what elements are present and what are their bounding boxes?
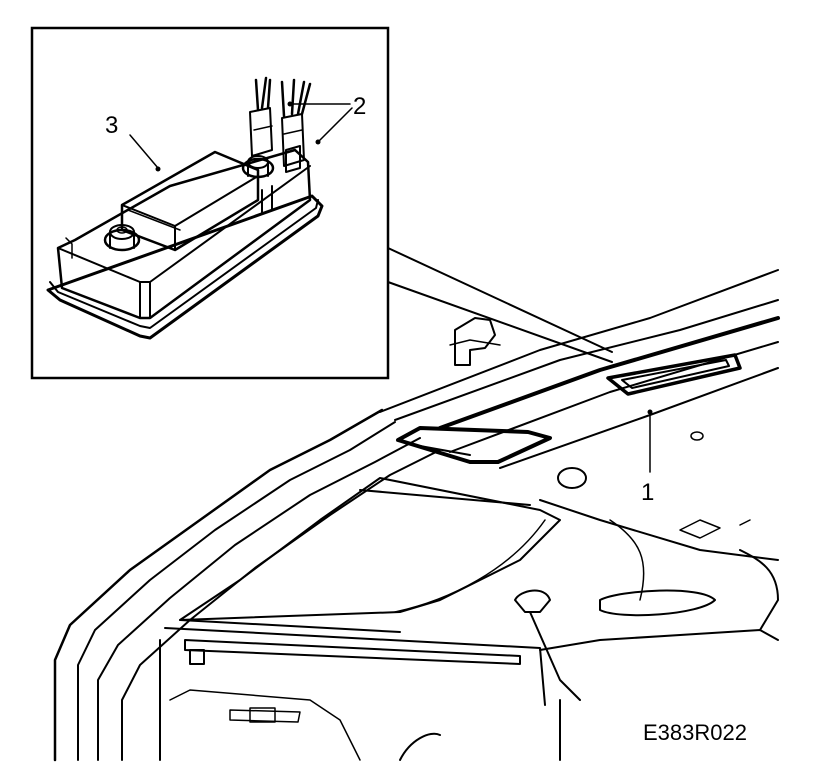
headliner-circle (557, 467, 587, 489)
bulb-socket-right (241, 155, 275, 179)
callout-label-2: 2 (353, 93, 366, 120)
wiring-connector (249, 76, 312, 173)
vehicle-interior-illustration (53, 269, 780, 762)
callout-label-3: 3 (105, 112, 118, 139)
inset-frame (30, 26, 390, 380)
inset-leader-lines (387, 247, 613, 363)
leader-3 (129, 134, 159, 169)
small-rect-marker (189, 649, 205, 665)
leader-2b (317, 107, 353, 143)
headliner-hole (690, 431, 704, 441)
interior-light (606, 353, 742, 396)
bulb-socket-left (103, 224, 141, 252)
callout-label-1: 1 (641, 479, 654, 506)
detail-inset: 3 2 (30, 26, 390, 380)
figure-reference: E383R022 (643, 720, 747, 745)
